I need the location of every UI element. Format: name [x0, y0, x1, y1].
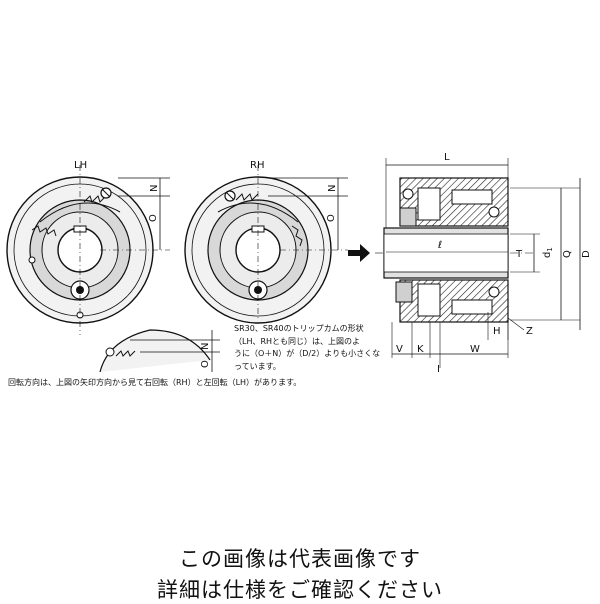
d-dim-label: D [581, 250, 592, 258]
w-dim-label: W [470, 344, 480, 355]
note-line: っています。 [234, 361, 281, 371]
lh-end-view: LH N O [6, 160, 170, 335]
small-n-label: N [200, 343, 211, 350]
t-dim-label: T [515, 249, 523, 260]
i-dim-label: I [437, 364, 440, 375]
v-dim-label: V [396, 344, 403, 355]
note-line: うに（O＋N）が（D/2）よりも小さくな [234, 349, 381, 358]
trip-cam-note: SR30、SR40のトリップカムの形状 （LH、RHとも同じ）は、上図のよ うに… [234, 323, 386, 373]
z-dim-label: Z [526, 326, 533, 337]
k-dim-label: K [417, 344, 424, 355]
inner-length-label: ℓ [438, 240, 442, 251]
small-partial-view: N O [99, 329, 220, 373]
sectional-view: L ℓ T d1 Q D V K W I [375, 152, 592, 375]
representative-image-caption: この画像は代表画像です [179, 547, 421, 571]
rh-end-view: RH N O [184, 160, 348, 324]
small-o-label: O [200, 360, 211, 368]
lh-o-label: O [148, 214, 159, 222]
h-dim-label: H [493, 326, 501, 337]
lh-n-label: N [149, 185, 160, 192]
rh-n-label: N [327, 185, 338, 192]
rh-o-label: O [326, 214, 337, 222]
note-line: SR30、SR40のトリップカムの形状 [234, 324, 364, 333]
rotation-note: 回転方向は、上図の矢印方向から見て右回転（RH）と左回転（LH）があります。 [8, 378, 302, 387]
q-dim-label: Q [562, 250, 573, 258]
check-details-caption: 詳細は仕様をご確認ください [157, 578, 443, 602]
bore-label: d1 [542, 247, 554, 258]
note-line: （LH、RHとも同じ）は、上図のよ [234, 336, 361, 346]
rh-label: RH [250, 160, 264, 171]
view-arrow [348, 244, 370, 262]
lh-label: LH [74, 160, 87, 171]
l-dim-label: L [444, 152, 450, 163]
